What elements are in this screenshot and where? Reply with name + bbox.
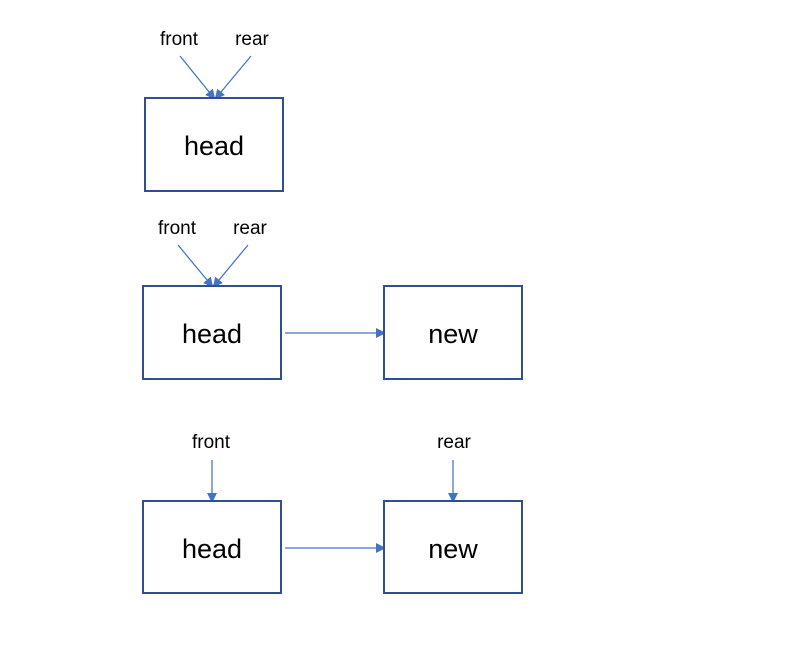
- step-3-rear-label: rear: [437, 432, 471, 453]
- step-1-head-node: [144, 97, 284, 192]
- step-3-group: front rear head new: [142, 432, 523, 594]
- step-2-new-label: new: [428, 319, 478, 349]
- step-1-rear-arrow: [214, 55, 252, 100]
- step-3-new-node: [383, 500, 523, 594]
- step-1-head-label: head: [184, 131, 244, 161]
- step-2-new-node: [383, 285, 523, 380]
- step-1-group: front rear head: [144, 29, 284, 192]
- step-2-front-arrow: [177, 244, 214, 288]
- step-1-front-label: front: [160, 29, 199, 50]
- step-2-front-label: front: [158, 218, 197, 239]
- step-2-head-node: [142, 285, 282, 380]
- step-1-front-arrow: [179, 55, 216, 100]
- step-3-head-node: [142, 500, 282, 594]
- step-2-head-label: head: [182, 319, 242, 349]
- step-3-new-label: new: [428, 534, 478, 564]
- step-2-rear-label: rear: [233, 218, 267, 239]
- step-1-rear-label: rear: [235, 29, 269, 50]
- step-2-group: front rear head new: [142, 218, 523, 380]
- step-3-head-label: head: [182, 534, 242, 564]
- step-2-rear-arrow: [212, 244, 249, 288]
- step-3-front-label: front: [192, 432, 231, 453]
